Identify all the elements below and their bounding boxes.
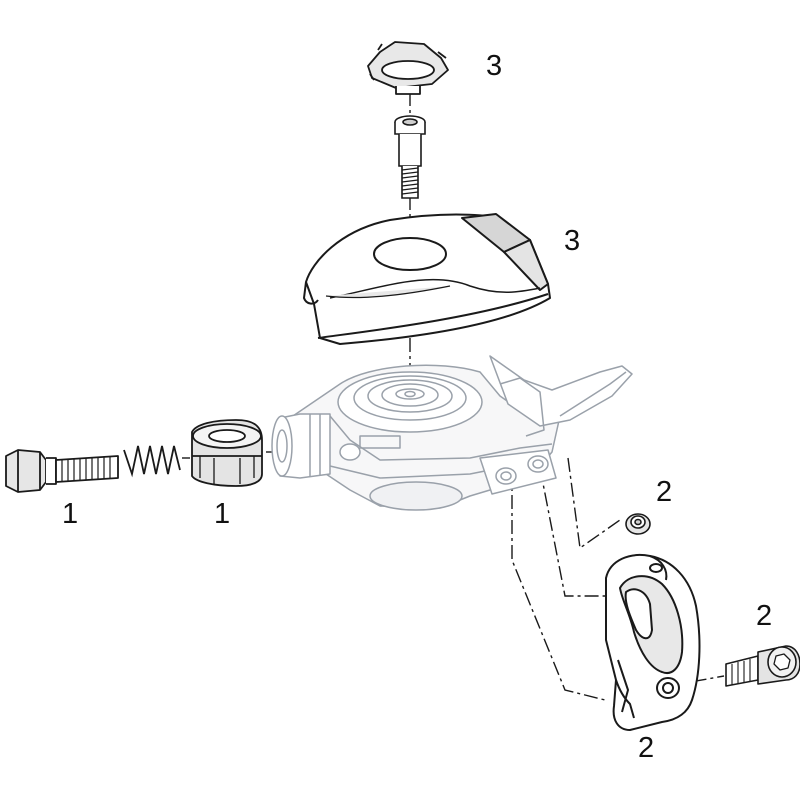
callout-cable-barrel: 1 <box>214 498 231 530</box>
cable-barrel-part <box>191 419 263 487</box>
cover-cap-part <box>367 41 449 95</box>
callout-clamp-nut: 2 <box>656 476 673 508</box>
handlebar-clamp-part <box>605 554 701 731</box>
spring-part <box>123 445 181 478</box>
callout-clamp-bolt: 2 <box>756 600 773 632</box>
shifter-cover-part <box>303 213 551 345</box>
callout-cover: 3 <box>564 225 581 257</box>
callout-cover-cap: 3 <box>486 50 503 82</box>
clamp-nut-part <box>625 513 651 535</box>
clamp-bolt-part <box>725 645 800 687</box>
cover-screw-part <box>394 115 426 199</box>
callout-barrel-adjuster: 1 <box>62 498 79 530</box>
shifter-body-part <box>271 355 633 511</box>
barrel-adjuster-part <box>5 449 119 493</box>
callout-clamp: 2 <box>638 732 655 764</box>
